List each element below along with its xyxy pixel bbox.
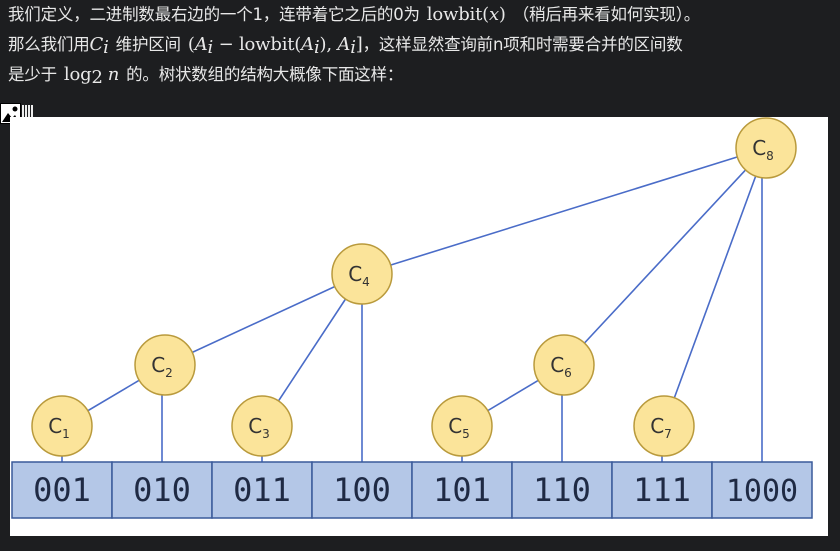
math-x: x [488, 4, 499, 25]
index-cell-label: 110 [533, 471, 591, 509]
math-A: A [337, 34, 351, 55]
math-C: C [89, 34, 104, 55]
index-cell [11, 461, 113, 519]
text-segment: 维护区间 [115, 35, 181, 54]
index-cell [611, 461, 713, 519]
math-log: log [63, 64, 92, 85]
text-segment: 那么我们用 [8, 35, 90, 54]
tree-edge [663, 147, 767, 427]
math-sub: i [313, 37, 320, 58]
index-cell-label: 111 [633, 471, 691, 509]
text-segment: ，这样显然查询前n项和时需要合并的区间数 [362, 35, 683, 54]
tree-node [431, 395, 493, 457]
index-cell-label: 010 [133, 471, 191, 509]
index-cell [511, 461, 613, 519]
tree-node [31, 395, 93, 457]
tree-node [231, 395, 293, 457]
tree-node [533, 334, 595, 396]
tree-node [633, 395, 695, 457]
tree-node [331, 243, 393, 305]
index-cell-label: 101 [433, 471, 491, 509]
math-A: A [301, 34, 314, 55]
text-segment: 我们定义，二进制数最右边的一个1，连带着它之后的0为 [8, 5, 420, 24]
math-bracket: ] [355, 34, 363, 55]
index-cell [711, 461, 813, 519]
math-sub: i [103, 37, 109, 58]
math-lowbit: lowbit [426, 4, 483, 25]
math-sub: i [350, 37, 356, 58]
math-n: n [107, 64, 120, 85]
text-segment: （稍后再来看如何实现）。 [512, 5, 701, 24]
math-A: A [194, 34, 208, 55]
index-cell [111, 461, 213, 519]
paragraph-line-1: 我们定义，二进制数最右边的一个1，连带着它之后的0为 lowbit(x) （稍后再来… [8, 0, 836, 30]
math-sub: i [207, 37, 214, 58]
tree-node [134, 334, 196, 396]
tree-edge [164, 273, 363, 366]
tree-edge [563, 147, 767, 366]
math-lowbit: − lowbit( [213, 34, 302, 55]
math-paren: ), [319, 34, 338, 55]
math-paren: ( [482, 4, 489, 25]
index-cell [311, 461, 413, 519]
text-segment: 的。树状数组的结构大概像下面这样： [126, 65, 404, 84]
math-paren: ) [498, 4, 506, 25]
index-cell-label: 1000 [726, 474, 798, 509]
math-paren: ( [187, 34, 195, 55]
math-sub: 2 [91, 67, 103, 88]
index-cell-label: 011 [233, 471, 291, 509]
index-cell-label: 100 [333, 471, 391, 509]
index-cell-label: 001 [33, 471, 91, 509]
tree-edge [361, 147, 767, 275]
tree-node [735, 117, 797, 179]
index-cell [411, 461, 513, 519]
text-segment: 是少于 [8, 65, 57, 84]
